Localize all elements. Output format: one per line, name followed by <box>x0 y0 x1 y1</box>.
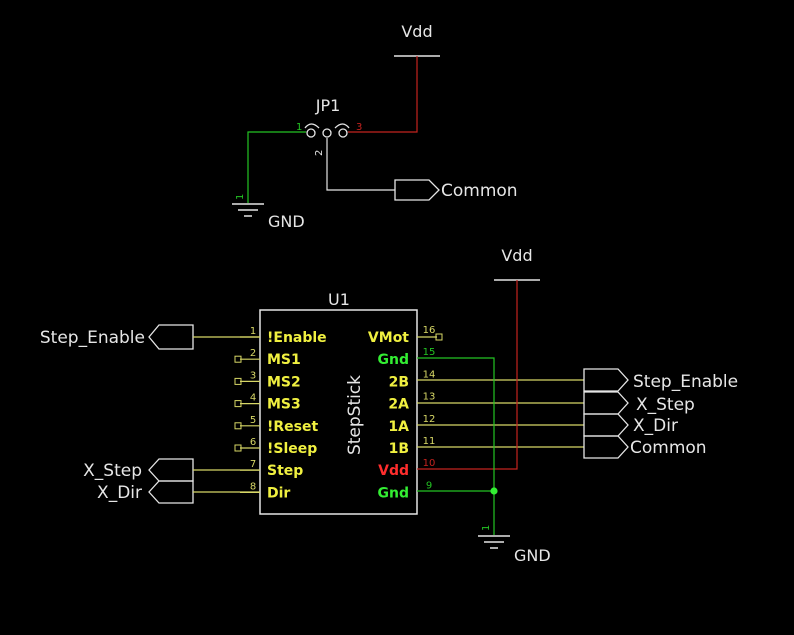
jp1-contact-1 <box>306 128 316 138</box>
x-dir-port-symbol <box>148 480 194 504</box>
gnd-label-driver: GND <box>514 546 551 565</box>
u1-pin-13-name: 2A <box>388 397 409 413</box>
u1-pin-9-name: Gnd <box>378 485 409 501</box>
left-port-x-step[interactable]: X_Step <box>83 458 194 482</box>
right-step-enable-port-symbol <box>583 368 629 392</box>
u1-pin-10-number: 10 <box>423 458 436 469</box>
jp1-pin3-number: 3 <box>356 122 362 133</box>
u1-pin-2-name: MS1 <box>267 352 301 368</box>
x-step-port-label: X_Step <box>83 461 142 481</box>
u1-pin-7-name: Step <box>267 463 303 479</box>
left-port-step-enable[interactable]: Step_Enable <box>40 324 194 350</box>
right-port-step-enable[interactable]: Step_Enable <box>583 368 738 392</box>
u1-pin-8-name: Dir <box>267 485 290 501</box>
u1-pin-3-name: MS2 <box>267 374 301 390</box>
u1-pin-12-number: 12 <box>423 414 436 425</box>
left-port-x-dir[interactable]: X_Dir <box>97 480 194 504</box>
gnd-junction-dot <box>490 487 498 495</box>
jumper-section: Vdd 3 1 1 GND JP1 2 Common <box>232 22 518 231</box>
gnd-symbol-top[interactable]: GND <box>232 203 305 231</box>
jp1-ref-label: JP1 <box>315 96 341 115</box>
u1-pin-4-number: 4 <box>250 393 256 404</box>
u1-pin-2-number: 2 <box>250 348 256 359</box>
u1-pin-1-name: !Enable <box>267 330 327 346</box>
u1-pin-15-number: 15 <box>423 347 436 358</box>
right-common-port-label: Common <box>630 438 707 458</box>
right-port-x-step[interactable]: X_Step <box>583 391 695 415</box>
u1-pin-11-name: 1B <box>389 441 409 457</box>
jp1-pin1-number: 1 <box>296 122 302 133</box>
gnd-pin-number-driver: 1 <box>481 525 492 531</box>
gnd-net-wire-pin15[interactable] <box>417 357 495 535</box>
vdd-net-wire[interactable] <box>348 56 418 133</box>
u1-pin-2-unconnected-marker <box>234 355 242 363</box>
u1-pin-6-unconnected-marker <box>234 444 242 452</box>
u1-pin-11-number: 11 <box>423 436 436 447</box>
u1-pin-6-name: !Sleep <box>267 441 317 457</box>
gnd-symbol-driver[interactable]: GND <box>478 535 551 565</box>
right-step-enable-port-label: Step_Enable <box>633 372 738 392</box>
u1-pin-5-number: 5 <box>250 415 256 426</box>
jp1-bridge-left <box>304 123 320 129</box>
u1-pin-14-name: 2B <box>389 374 409 390</box>
u1-pin-1-number: 1 <box>250 326 256 337</box>
u1-pin-7-number: 7 <box>250 459 256 470</box>
jp1-pin2-number: 2 <box>314 150 325 156</box>
u1-value-label: StepStick <box>345 375 365 455</box>
u1-ref-label: U1 <box>328 290 350 309</box>
u1-pin-9-number: 9 <box>426 480 432 491</box>
x-dir-port-label: X_Dir <box>97 483 142 503</box>
x-step-port-symbol <box>148 458 194 482</box>
right-x-step-port-symbol <box>583 391 629 415</box>
u1-pin-4-unconnected-marker <box>234 400 242 408</box>
u1-pin-16-unconnected-marker <box>435 333 443 341</box>
u1-pin-14-number: 14 <box>423 369 436 380</box>
right-x-dir-port-label: X_Dir <box>633 416 678 436</box>
gnd-net-wire-top[interactable] <box>247 131 306 203</box>
u1-pin-12-name: 1A <box>388 419 409 435</box>
u1-pin-16-name: VMot <box>368 330 409 346</box>
gnd-pin-number-top: 1 <box>235 194 246 200</box>
jp1-jumper[interactable]: JP1 <box>304 96 350 138</box>
gnd-label-top: GND <box>268 212 305 231</box>
right-port-x-dir[interactable]: X_Dir <box>583 413 678 437</box>
jp1-contact-2 <box>322 128 332 138</box>
u1-pin-3-number: 3 <box>250 370 256 381</box>
jp1-contact-3 <box>338 128 348 138</box>
right-common-port-symbol <box>583 435 629 459</box>
u1-pin-3-unconnected-marker <box>234 377 242 385</box>
u1-pin-13-number: 13 <box>423 392 436 403</box>
vdd-label-driver: Vdd <box>501 246 532 265</box>
jp1-bridge-right <box>334 123 350 129</box>
right-port-common[interactable]: Common <box>583 435 707 459</box>
step-enable-port-symbol <box>148 324 194 350</box>
u1-pin-4-name: MS3 <box>267 397 301 413</box>
u1-pin-5-unconnected-marker <box>234 422 242 430</box>
common-port-symbol-top[interactable] <box>394 179 440 201</box>
right-x-step-port-label: X_Step <box>636 395 695 415</box>
u1-left-pins: 1 !Enable 2 MS1 3 MS2 4 MS3 5 !Reset 6 !Sleep 7 Step 8… <box>234 326 327 501</box>
u1-pin-8-number: 8 <box>250 481 256 492</box>
right-x-dir-port-symbol <box>583 413 629 437</box>
u1-pin-5-name: !Reset <box>267 419 318 435</box>
u1-pin-10-name: Vdd <box>378 463 409 479</box>
vdd-label: Vdd <box>401 22 432 41</box>
vdd-net-wire-driver[interactable] <box>417 280 518 470</box>
common-port-label-top: Common <box>441 181 518 201</box>
u1-pin-6-number: 6 <box>250 437 256 448</box>
u1-body[interactable] <box>259 309 418 515</box>
common-net-wire-top[interactable] <box>326 138 395 191</box>
u1-pin-15-name: Gnd <box>378 352 409 368</box>
u1-pin-16-number: 16 <box>423 325 436 336</box>
step-enable-port-label: Step_Enable <box>40 328 145 348</box>
driver-section: Vdd U1 StepStick 1 !Enable 2 MS1 3 MS2 4 MS3 5 !R… <box>40 246 738 565</box>
